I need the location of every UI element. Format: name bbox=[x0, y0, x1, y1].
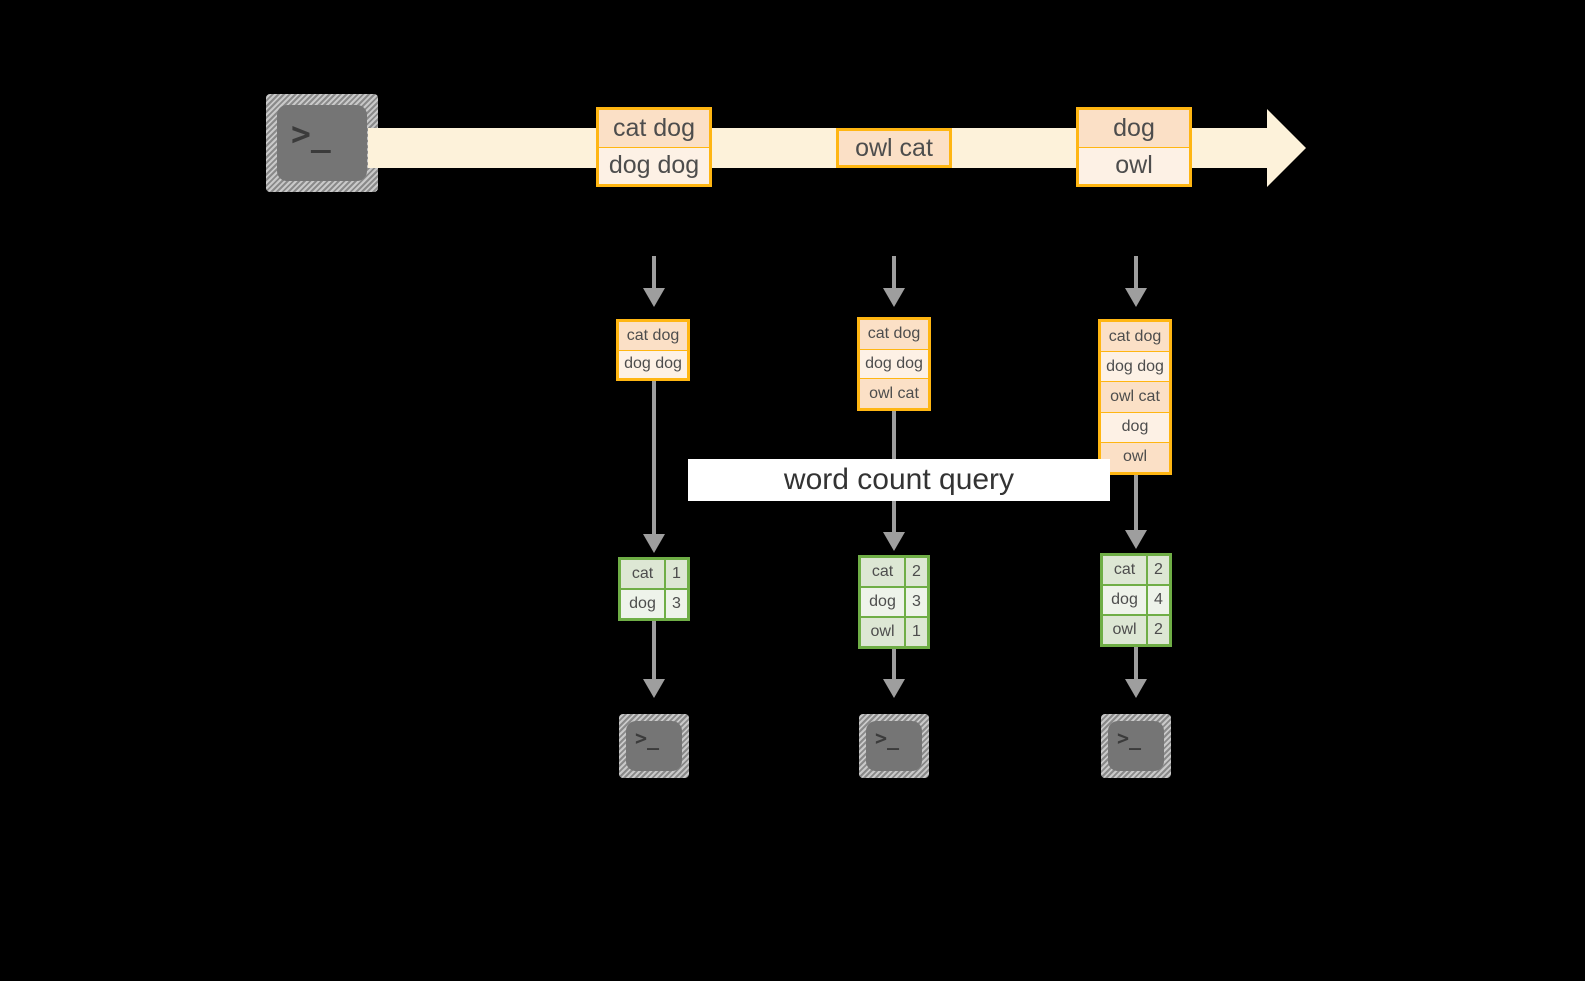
terminal-screen: >_ bbox=[866, 721, 922, 771]
table-row: dog 4 bbox=[1103, 586, 1169, 616]
input-line: owl bbox=[1101, 442, 1169, 473]
result-count: 2 bbox=[1148, 556, 1169, 584]
snapshot-1-query-arrowhead-icon bbox=[643, 534, 665, 553]
result-word: owl bbox=[861, 618, 906, 646]
query-label: word count query bbox=[688, 459, 1110, 501]
snapshot-2-sink-arrowhead-icon bbox=[883, 679, 905, 698]
result-word: dog bbox=[621, 590, 666, 618]
terminal-prompt-glyph: >_ bbox=[1117, 726, 1142, 750]
input-line: owl cat bbox=[1101, 382, 1169, 413]
result-word: cat bbox=[861, 558, 906, 586]
table-row: cat 1 bbox=[621, 560, 687, 590]
table-row: owl 2 bbox=[1103, 616, 1169, 644]
snapshot-2-input-table[interactable]: cat dog dog dog owl cat bbox=[857, 317, 931, 411]
result-count: 4 bbox=[1148, 586, 1169, 614]
terminal-prompt-glyph: >_ bbox=[875, 726, 900, 750]
snapshot-2-query-arrowhead-icon bbox=[883, 532, 905, 551]
input-line: cat dog bbox=[619, 322, 687, 351]
snapshot-3-trigger-line bbox=[1134, 256, 1138, 292]
snapshot-3-sink-arrowhead-icon bbox=[1125, 679, 1147, 698]
input-line: owl cat bbox=[860, 379, 928, 409]
result-count: 1 bbox=[906, 618, 927, 646]
table-row: dog 3 bbox=[861, 588, 927, 618]
result-word: dog bbox=[1103, 586, 1148, 614]
table-row: cat 2 bbox=[861, 558, 927, 588]
snapshot-2-trigger-arrowhead-icon bbox=[883, 288, 905, 307]
terminal-prompt-glyph: >_ bbox=[635, 726, 660, 750]
result-count: 3 bbox=[906, 588, 927, 616]
stream-record-2[interactable]: owl cat bbox=[836, 128, 952, 168]
source-terminal-icon: >_ bbox=[266, 94, 378, 192]
snapshot-1-sink-terminal-icon: >_ bbox=[619, 714, 689, 778]
snapshot-3-query-arrowhead-icon bbox=[1125, 530, 1147, 549]
snapshot-2-result-table[interactable]: cat 2 dog 3 owl 1 bbox=[858, 555, 930, 649]
snapshot-1-input-table[interactable]: cat dog dog dog bbox=[616, 319, 690, 381]
snapshot-3-sink-terminal-icon: >_ bbox=[1101, 714, 1171, 778]
input-line: cat dog bbox=[1101, 322, 1169, 353]
stream-arrowhead-icon bbox=[1267, 109, 1306, 187]
result-word: cat bbox=[621, 560, 666, 588]
result-word: dog bbox=[861, 588, 906, 616]
terminal-screen: >_ bbox=[626, 721, 682, 771]
result-count: 3 bbox=[666, 590, 687, 618]
snapshot-3-result-table[interactable]: cat 2 dog 4 owl 2 bbox=[1100, 553, 1172, 647]
record-line: owl cat bbox=[839, 131, 949, 165]
table-row: dog 3 bbox=[621, 590, 687, 618]
result-count: 2 bbox=[906, 558, 927, 586]
record-line: dog dog bbox=[599, 147, 709, 184]
snapshot-1-trigger-line bbox=[652, 256, 656, 292]
snapshot-1-sink-arrowhead-icon bbox=[643, 679, 665, 698]
stream-record-1[interactable]: cat dog dog dog bbox=[596, 107, 712, 187]
table-row: owl 1 bbox=[861, 618, 927, 646]
record-line: cat dog bbox=[599, 110, 709, 148]
snapshot-3-sink-line bbox=[1134, 647, 1138, 685]
input-line: cat dog bbox=[860, 320, 928, 350]
record-line: dog bbox=[1079, 110, 1189, 148]
snapshot-2-sink-terminal-icon: >_ bbox=[859, 714, 929, 778]
table-row: cat 2 bbox=[1103, 556, 1169, 586]
terminal-prompt-glyph: >_ bbox=[291, 114, 331, 153]
result-word: cat bbox=[1103, 556, 1148, 584]
record-line: owl bbox=[1079, 147, 1189, 184]
input-line: dog dog bbox=[619, 350, 687, 378]
stream-record-3[interactable]: dog owl bbox=[1076, 107, 1192, 187]
snapshot-3-trigger-arrowhead-icon bbox=[1125, 288, 1147, 307]
terminal-screen: >_ bbox=[277, 105, 367, 181]
snapshot-3-query-line bbox=[1134, 475, 1138, 539]
snapshot-1-query-line bbox=[652, 381, 656, 541]
input-line: dog bbox=[1101, 412, 1169, 443]
result-word: owl bbox=[1103, 616, 1148, 644]
snapshot-1-sink-line bbox=[652, 621, 656, 685]
snapshot-1-trigger-arrowhead-icon bbox=[643, 288, 665, 307]
snapshot-2-trigger-line bbox=[892, 256, 896, 292]
input-line: dog dog bbox=[1101, 352, 1169, 383]
terminal-screen: >_ bbox=[1108, 721, 1164, 771]
result-count: 2 bbox=[1148, 616, 1169, 644]
input-line: dog dog bbox=[860, 349, 928, 380]
snapshot-3-input-table[interactable]: cat dog dog dog owl cat dog owl bbox=[1098, 319, 1172, 475]
snapshot-2-sink-line bbox=[892, 649, 896, 685]
result-count: 1 bbox=[666, 560, 687, 588]
snapshot-1-result-table[interactable]: cat 1 dog 3 bbox=[618, 557, 690, 621]
